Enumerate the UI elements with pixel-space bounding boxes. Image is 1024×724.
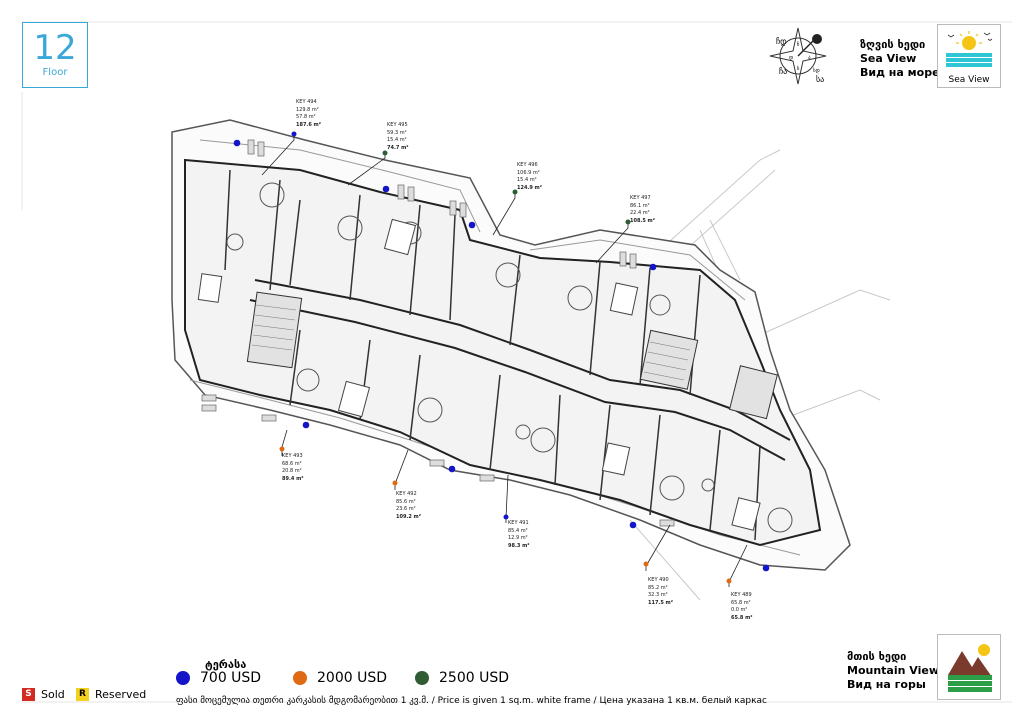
- mountain-icon: [948, 644, 992, 692]
- terrace-dot-700: [448, 465, 456, 473]
- compass-label: ჩ: [797, 41, 800, 48]
- sea-view-badge-label: Sea View: [948, 75, 990, 85]
- reserved-badge: R: [76, 688, 89, 701]
- mountain-view-badge: [937, 634, 1001, 700]
- compass-label: სა: [816, 74, 824, 84]
- reserved-label: Reserved: [95, 688, 147, 701]
- legend-title: ტერასა: [205, 658, 247, 671]
- sea-view-en: Sea View: [860, 52, 917, 65]
- price-footnote: ფასი მოცემულია თეთრი კარკასის მდგომარეობ…: [176, 696, 767, 706]
- mountain-view-ru: Вид на горы: [847, 678, 926, 691]
- status-sold: S Sold: [22, 688, 65, 701]
- sold-badge: S: [22, 688, 35, 701]
- compass-label: დ: [789, 55, 793, 61]
- floor-badge: 12 Floor: [22, 22, 88, 88]
- sold-label: Sold: [41, 688, 65, 701]
- compass-icon: ჩდ ჩ ჩა ს სდ სა დ ა: [769, 27, 827, 85]
- floor-label: Floor: [42, 67, 68, 78]
- floor-number: 12: [33, 28, 77, 68]
- legend-dot: [415, 671, 429, 685]
- terrace-dot-700: [468, 221, 476, 229]
- terrace-dot-700: [382, 185, 390, 193]
- sea-view-label: ზღვის ხედი Sea View Вид на море: [860, 38, 940, 80]
- legend-dot: [176, 671, 190, 685]
- mountain-view-en: Mountain View: [847, 664, 939, 677]
- sea-view-ka: ზღვის ხედი: [860, 38, 926, 51]
- compass-label: ჩა: [779, 66, 787, 76]
- sea-view-badge: Sea View: [937, 24, 1001, 88]
- legend-item-2000: 2000 USD: [293, 670, 387, 686]
- compass-label: სდ: [813, 67, 820, 74]
- terrace-dot-700: [302, 421, 310, 429]
- status-reserved: R Reserved: [76, 688, 146, 701]
- terrace-dot-700: [629, 521, 637, 529]
- compass-label: ჩდ: [776, 36, 787, 46]
- legend-label: 2500 USD: [439, 670, 509, 686]
- compass-label: ა: [808, 55, 811, 61]
- terrace-dot-700: [762, 564, 770, 572]
- legend-label: 2000 USD: [317, 670, 387, 686]
- mountain-view-ka: მთის ხედი: [847, 650, 907, 663]
- terrace-dot-700: [233, 139, 241, 147]
- mountain-view-label: მთის ხედი Mountain View Вид на горы: [847, 650, 939, 692]
- legend-label: 700 USD: [200, 670, 262, 686]
- sea-view-ru: Вид на море: [860, 66, 940, 79]
- sea-icon: [946, 31, 993, 67]
- terrace-dot-700: [649, 263, 657, 271]
- compass-label: ს: [797, 65, 800, 72]
- legend-item-700: 700 USD: [176, 670, 261, 686]
- legend-dot: [293, 671, 307, 685]
- legend-item-2500: 2500 USD: [415, 670, 509, 686]
